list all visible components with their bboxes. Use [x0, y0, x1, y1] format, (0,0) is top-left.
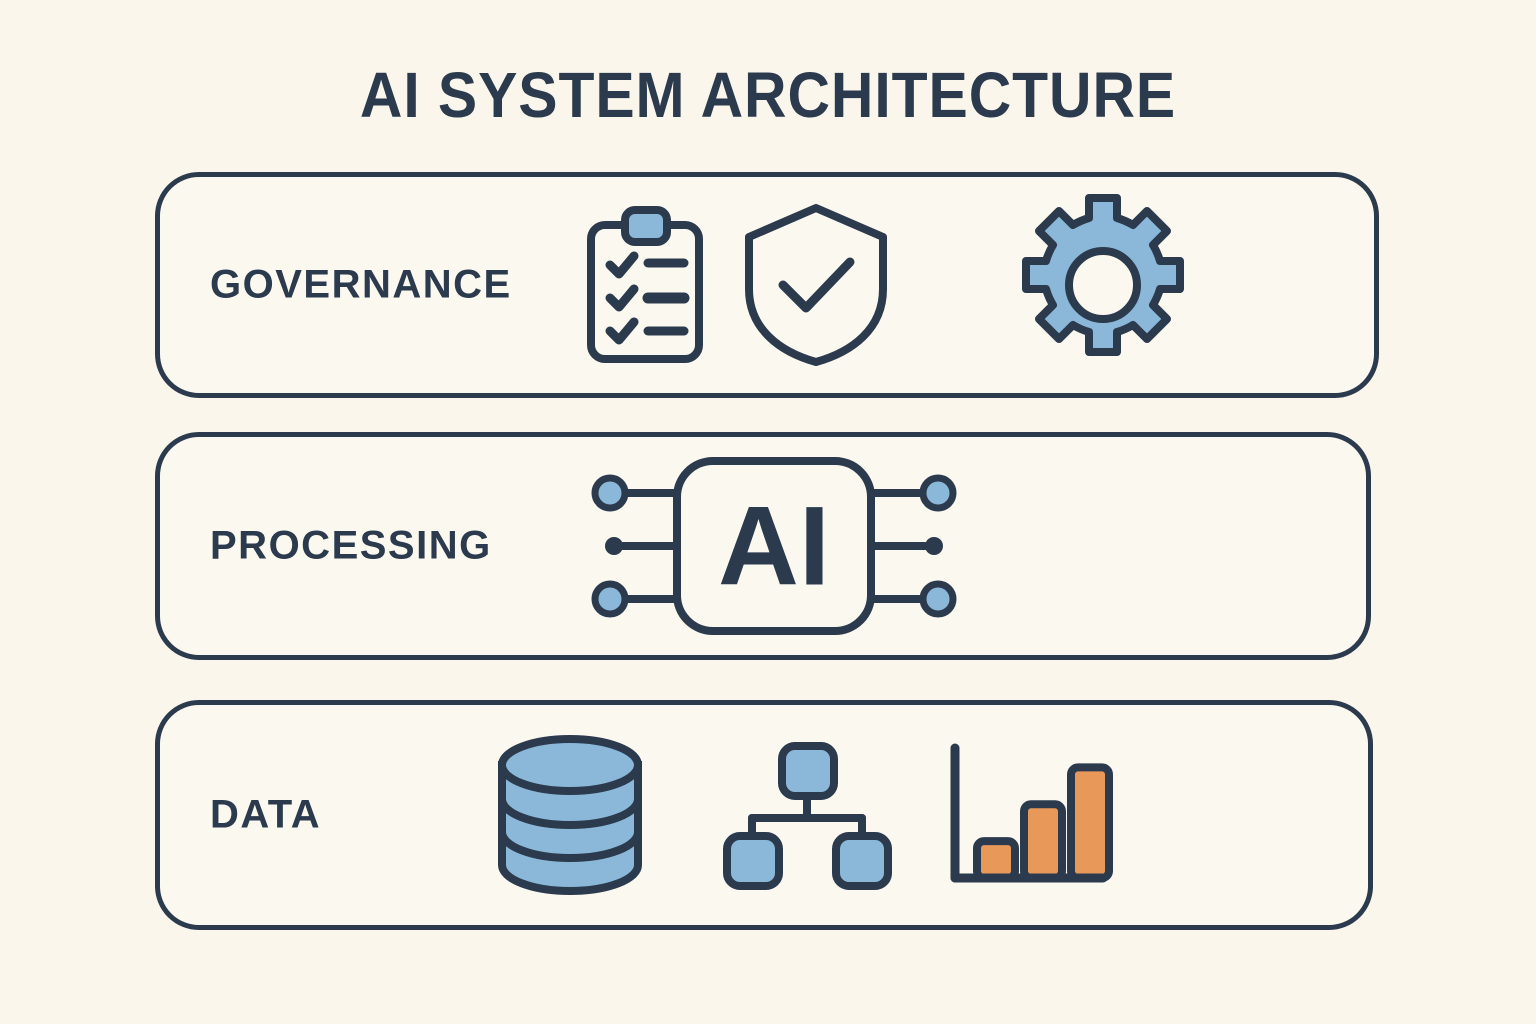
ai-chip-icon: AI [591, 456, 957, 636]
processing-icon-row: AI [540, 437, 1366, 655]
governance-icon-row [540, 177, 1374, 393]
layer-label-data: DATA [210, 792, 322, 837]
bar-3 [1067, 763, 1113, 882]
layer-label-governance: GOVERNANCE [210, 262, 512, 307]
tree-node-child-left [723, 832, 783, 890]
shield-check-icon [740, 203, 892, 367]
tree-node-root [778, 742, 838, 800]
bar-2 [1020, 800, 1066, 882]
layer-card-governance[interactable]: GOVERNANCE [155, 172, 1379, 398]
layer-card-data[interactable]: DATA [155, 700, 1373, 930]
chip-label: AI [718, 484, 830, 609]
bar-1 [973, 837, 1019, 882]
data-icon-row [498, 705, 1368, 925]
page-title: AI SYSTEM ARCHITECTURE [359, 59, 1177, 131]
bar-chart-icon [945, 740, 1113, 890]
gear-icon [1010, 192, 1196, 378]
clipboard-checklist-icon [580, 205, 710, 365]
layer-card-processing[interactable]: PROCESSING [155, 432, 1371, 660]
hierarchy-tree-icon [720, 740, 895, 890]
tree-node-child-right [832, 832, 892, 890]
layer-label-processing: PROCESSING [210, 523, 492, 568]
database-cylinder-icon [490, 735, 650, 895]
